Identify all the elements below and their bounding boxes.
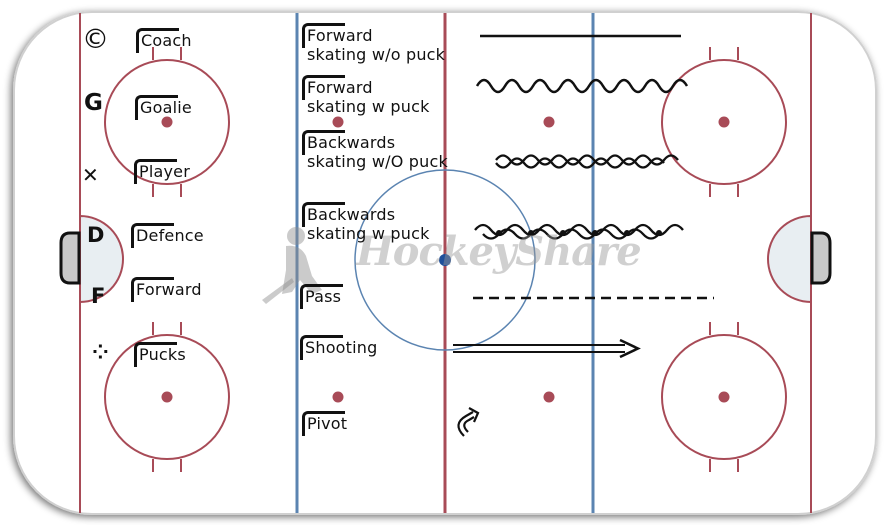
- label-line2: skating w/o puck: [307, 45, 446, 64]
- neutral-dot: [543, 391, 555, 403]
- puck-markers: [496, 230, 662, 236]
- faceoff-dot: [718, 391, 730, 403]
- label-line1: Forward: [307, 26, 373, 45]
- label-line1: Shooting: [305, 338, 378, 357]
- label-bracket-icon: [302, 75, 345, 100]
- pucks-icon: ⁘: [92, 340, 109, 364]
- label-line1: Pass: [305, 287, 342, 306]
- forward-with-puck-line: [475, 78, 689, 94]
- label-text: Player: [139, 162, 190, 181]
- faceoff-circle-left-top: [104, 47, 230, 197]
- forward-icon: F: [91, 284, 106, 308]
- label-bracket-icon: [131, 223, 174, 248]
- left-goal-crease: [79, 214, 124, 304]
- label-bracket-icon: [300, 284, 343, 309]
- label-line2: skating w/O puck: [307, 152, 448, 171]
- faceoff-dot: [161, 116, 173, 128]
- legend-label-shooting: Shooting: [300, 335, 378, 360]
- right-net: [810, 231, 832, 285]
- hockeyshare-watermark: HockeyShare: [356, 228, 642, 275]
- player-icon: ✕: [82, 163, 99, 187]
- label-line1: Backwards: [307, 133, 396, 152]
- label-text: Defence: [136, 226, 204, 245]
- label-bracket-icon: [134, 159, 177, 184]
- defence-icon: D: [87, 223, 105, 247]
- faceoff-circle-left-bottom: [104, 322, 230, 472]
- label-text: Pucks: [139, 345, 186, 364]
- center-circle: [354, 169, 536, 351]
- neutral-dot: [332, 391, 344, 403]
- neutral-dot: [543, 116, 555, 128]
- coach-icon: ©: [82, 24, 109, 55]
- center-faceoff-dot: [439, 254, 451, 266]
- pivot-arrow-icon: [457, 407, 480, 437]
- left-net: [59, 231, 81, 285]
- backwards-no-puck-line: [495, 154, 679, 169]
- legend-label-player: Player: [134, 159, 190, 184]
- hockey-player-silhouette-watermark: [262, 227, 322, 304]
- right-goal-crease: [767, 214, 812, 304]
- label-bracket-icon: [302, 202, 345, 227]
- legend-label-defence: Defence: [131, 223, 204, 248]
- label-text: Coach: [141, 31, 192, 50]
- label-bracket-icon: [134, 342, 177, 367]
- legend-label-pucks: Pucks: [134, 342, 186, 367]
- neutral-dot: [332, 116, 344, 128]
- faceoff-circle-right-top: [661, 47, 787, 197]
- faceoff-circle-right-bottom: [661, 322, 787, 472]
- label-line2: skating w puck: [307, 224, 430, 243]
- label-bracket-icon: [300, 335, 343, 360]
- label-line2: skating w puck: [307, 97, 430, 116]
- label-bracket-icon: [302, 23, 345, 48]
- shooting-arrow: [453, 338, 641, 359]
- label-bracket-icon: [136, 28, 179, 53]
- faceoff-dot: [161, 391, 173, 403]
- legend-label-pivot: Pivot: [302, 411, 348, 436]
- legend-label-pass: Pass: [300, 284, 343, 309]
- label-bracket-icon: [135, 95, 178, 120]
- label-bracket-icon: [302, 411, 345, 436]
- label-line1: Backwards: [307, 205, 396, 224]
- label-line1: Forward: [307, 78, 373, 97]
- legend-label-coach: Coach: [136, 28, 192, 53]
- label-bracket-icon: [302, 130, 345, 155]
- faceoff-dot: [718, 116, 730, 128]
- label-text: Goalie: [140, 98, 192, 117]
- label-bracket-icon: [131, 277, 174, 302]
- label-text: Forward: [136, 280, 202, 299]
- legend-label-forward: Forward: [131, 277, 202, 302]
- label-line1: Pivot: [307, 414, 348, 433]
- goalie-icon: G: [84, 90, 103, 116]
- legend-label-goalie: Goalie: [135, 95, 192, 120]
